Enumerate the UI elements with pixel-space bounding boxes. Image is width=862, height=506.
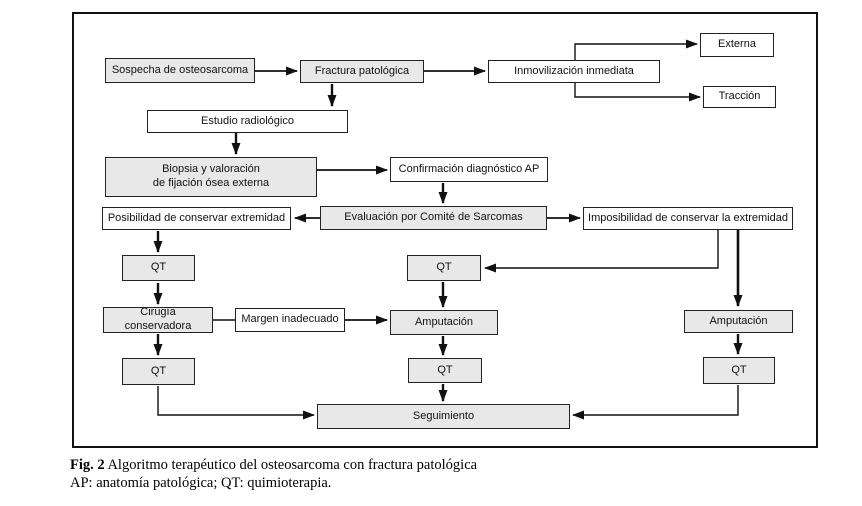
caption-line-1: Fig. 2 Algoritmo terapéutico del osteosa… xyxy=(70,456,630,474)
node-fractura-patologica: Fractura patológica xyxy=(300,60,424,83)
node-inmovilizacion-inmediata: Inmovilización inmediata xyxy=(488,60,660,83)
node-posibilidad-conservar: Posibilidad de conservar extremidad xyxy=(102,207,291,230)
node-externa: Externa xyxy=(700,33,774,57)
node-confirmacion-diagnostico: Confirmación diagnóstico AP xyxy=(390,157,548,182)
node-sospecha-osteosarcoma: Sospecha de osteosarcoma xyxy=(105,58,255,83)
caption-abbreviations: AP: anatomía patológica; QT: quimioterap… xyxy=(70,475,332,491)
node-seguimiento: Seguimiento xyxy=(317,404,570,429)
node-cirugia-conservadora: Cirugía conservadora xyxy=(103,306,213,333)
node-qt-left-2: QT xyxy=(122,358,195,385)
node-estudio-radiologico: Estudio radiológico xyxy=(147,110,348,133)
caption-title: Algoritmo terapéutico del osteosarcoma c… xyxy=(104,457,478,473)
node-margen-inadecuado: Margen inadecuado xyxy=(235,308,345,332)
node-traccion: Tracción xyxy=(703,86,776,108)
node-qt-center-1: QT xyxy=(407,255,481,281)
caption-fig-label: Fig. 2 xyxy=(70,457,105,473)
node-biopsia-valoracion: Biopsia y valoración de fijación ósea ex… xyxy=(105,157,317,197)
node-amputacion-right: Amputación xyxy=(684,310,793,333)
node-qt-left-1: QT xyxy=(122,255,195,281)
figure-caption: Fig. 2 Algoritmo terapéutico del osteosa… xyxy=(70,456,630,492)
node-qt-right: QT xyxy=(703,357,775,384)
node-imposibilidad-conservar: Imposibilidad de conservar la extremidad xyxy=(583,207,793,230)
node-qt-center-2: QT xyxy=(408,358,482,383)
node-amputacion-center: Amputación xyxy=(390,310,498,335)
node-evaluacion-comite-sarcomas: Evaluación por Comité de Sarcomas xyxy=(320,206,547,230)
